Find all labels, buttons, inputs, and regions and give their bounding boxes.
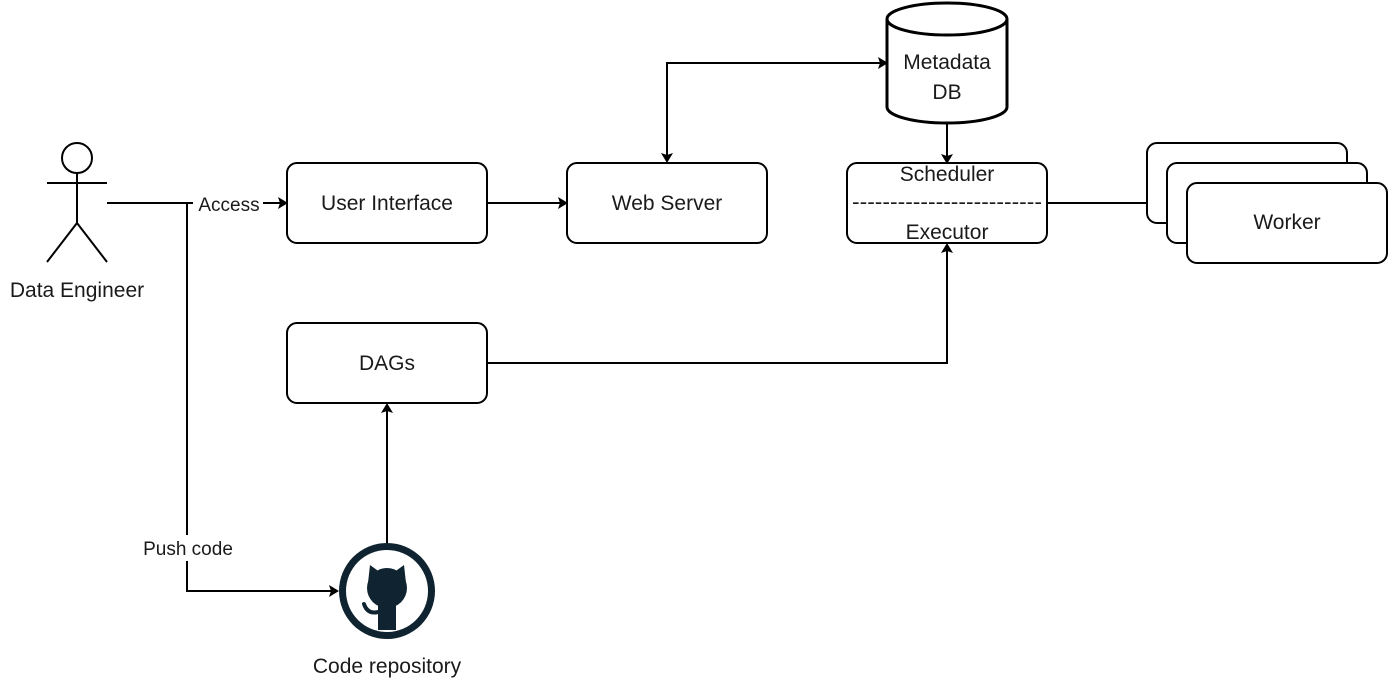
arrow-metadata-scheduler (941, 154, 953, 164)
scheduler-executor-node (846, 162, 1048, 244)
worker-label: Worker (1253, 211, 1320, 234)
edge-push-code-label: Push code (143, 539, 233, 560)
dags-label: DAGs (359, 352, 415, 375)
scheduler-divider: ------------------------- (852, 191, 1042, 214)
arrow-dags-executor (941, 243, 953, 253)
scheduler-label: Scheduler (900, 163, 995, 186)
arrow-access (278, 197, 288, 209)
user-interface-node (286, 162, 488, 244)
web-server-node (566, 162, 768, 244)
metadata-db-label-line1: Metadata (903, 51, 991, 74)
arrow-metadata-right (878, 57, 888, 69)
edge-access-label: Access (198, 195, 259, 216)
edge-webserver-metadata (666, 62, 880, 155)
edge-dags-executor (487, 251, 948, 364)
arrow-ui-webserver (558, 197, 568, 209)
worker-node-front (1186, 182, 1388, 264)
dags-node (286, 322, 488, 404)
arrow-push-code (329, 585, 339, 597)
metadata-db-label-line2: DB (932, 81, 961, 104)
metadata-db-node (885, 1, 1009, 125)
arrow-webserver-down (661, 153, 673, 163)
arrow-repo-dags (381, 403, 393, 413)
actor-icon (46, 142, 108, 263)
web-server-label: Web Server (612, 192, 723, 215)
user-interface-label: User Interface (321, 192, 453, 215)
edge-access-label-bg (193, 192, 263, 216)
actor-label: Data Engineer (10, 279, 144, 302)
edge-push-code-label-bg (134, 535, 242, 561)
github-icon (339, 543, 435, 639)
executor-label: Executor (906, 221, 989, 244)
edge-push-code (186, 203, 331, 592)
code-repository-label: Code repository (313, 655, 462, 678)
